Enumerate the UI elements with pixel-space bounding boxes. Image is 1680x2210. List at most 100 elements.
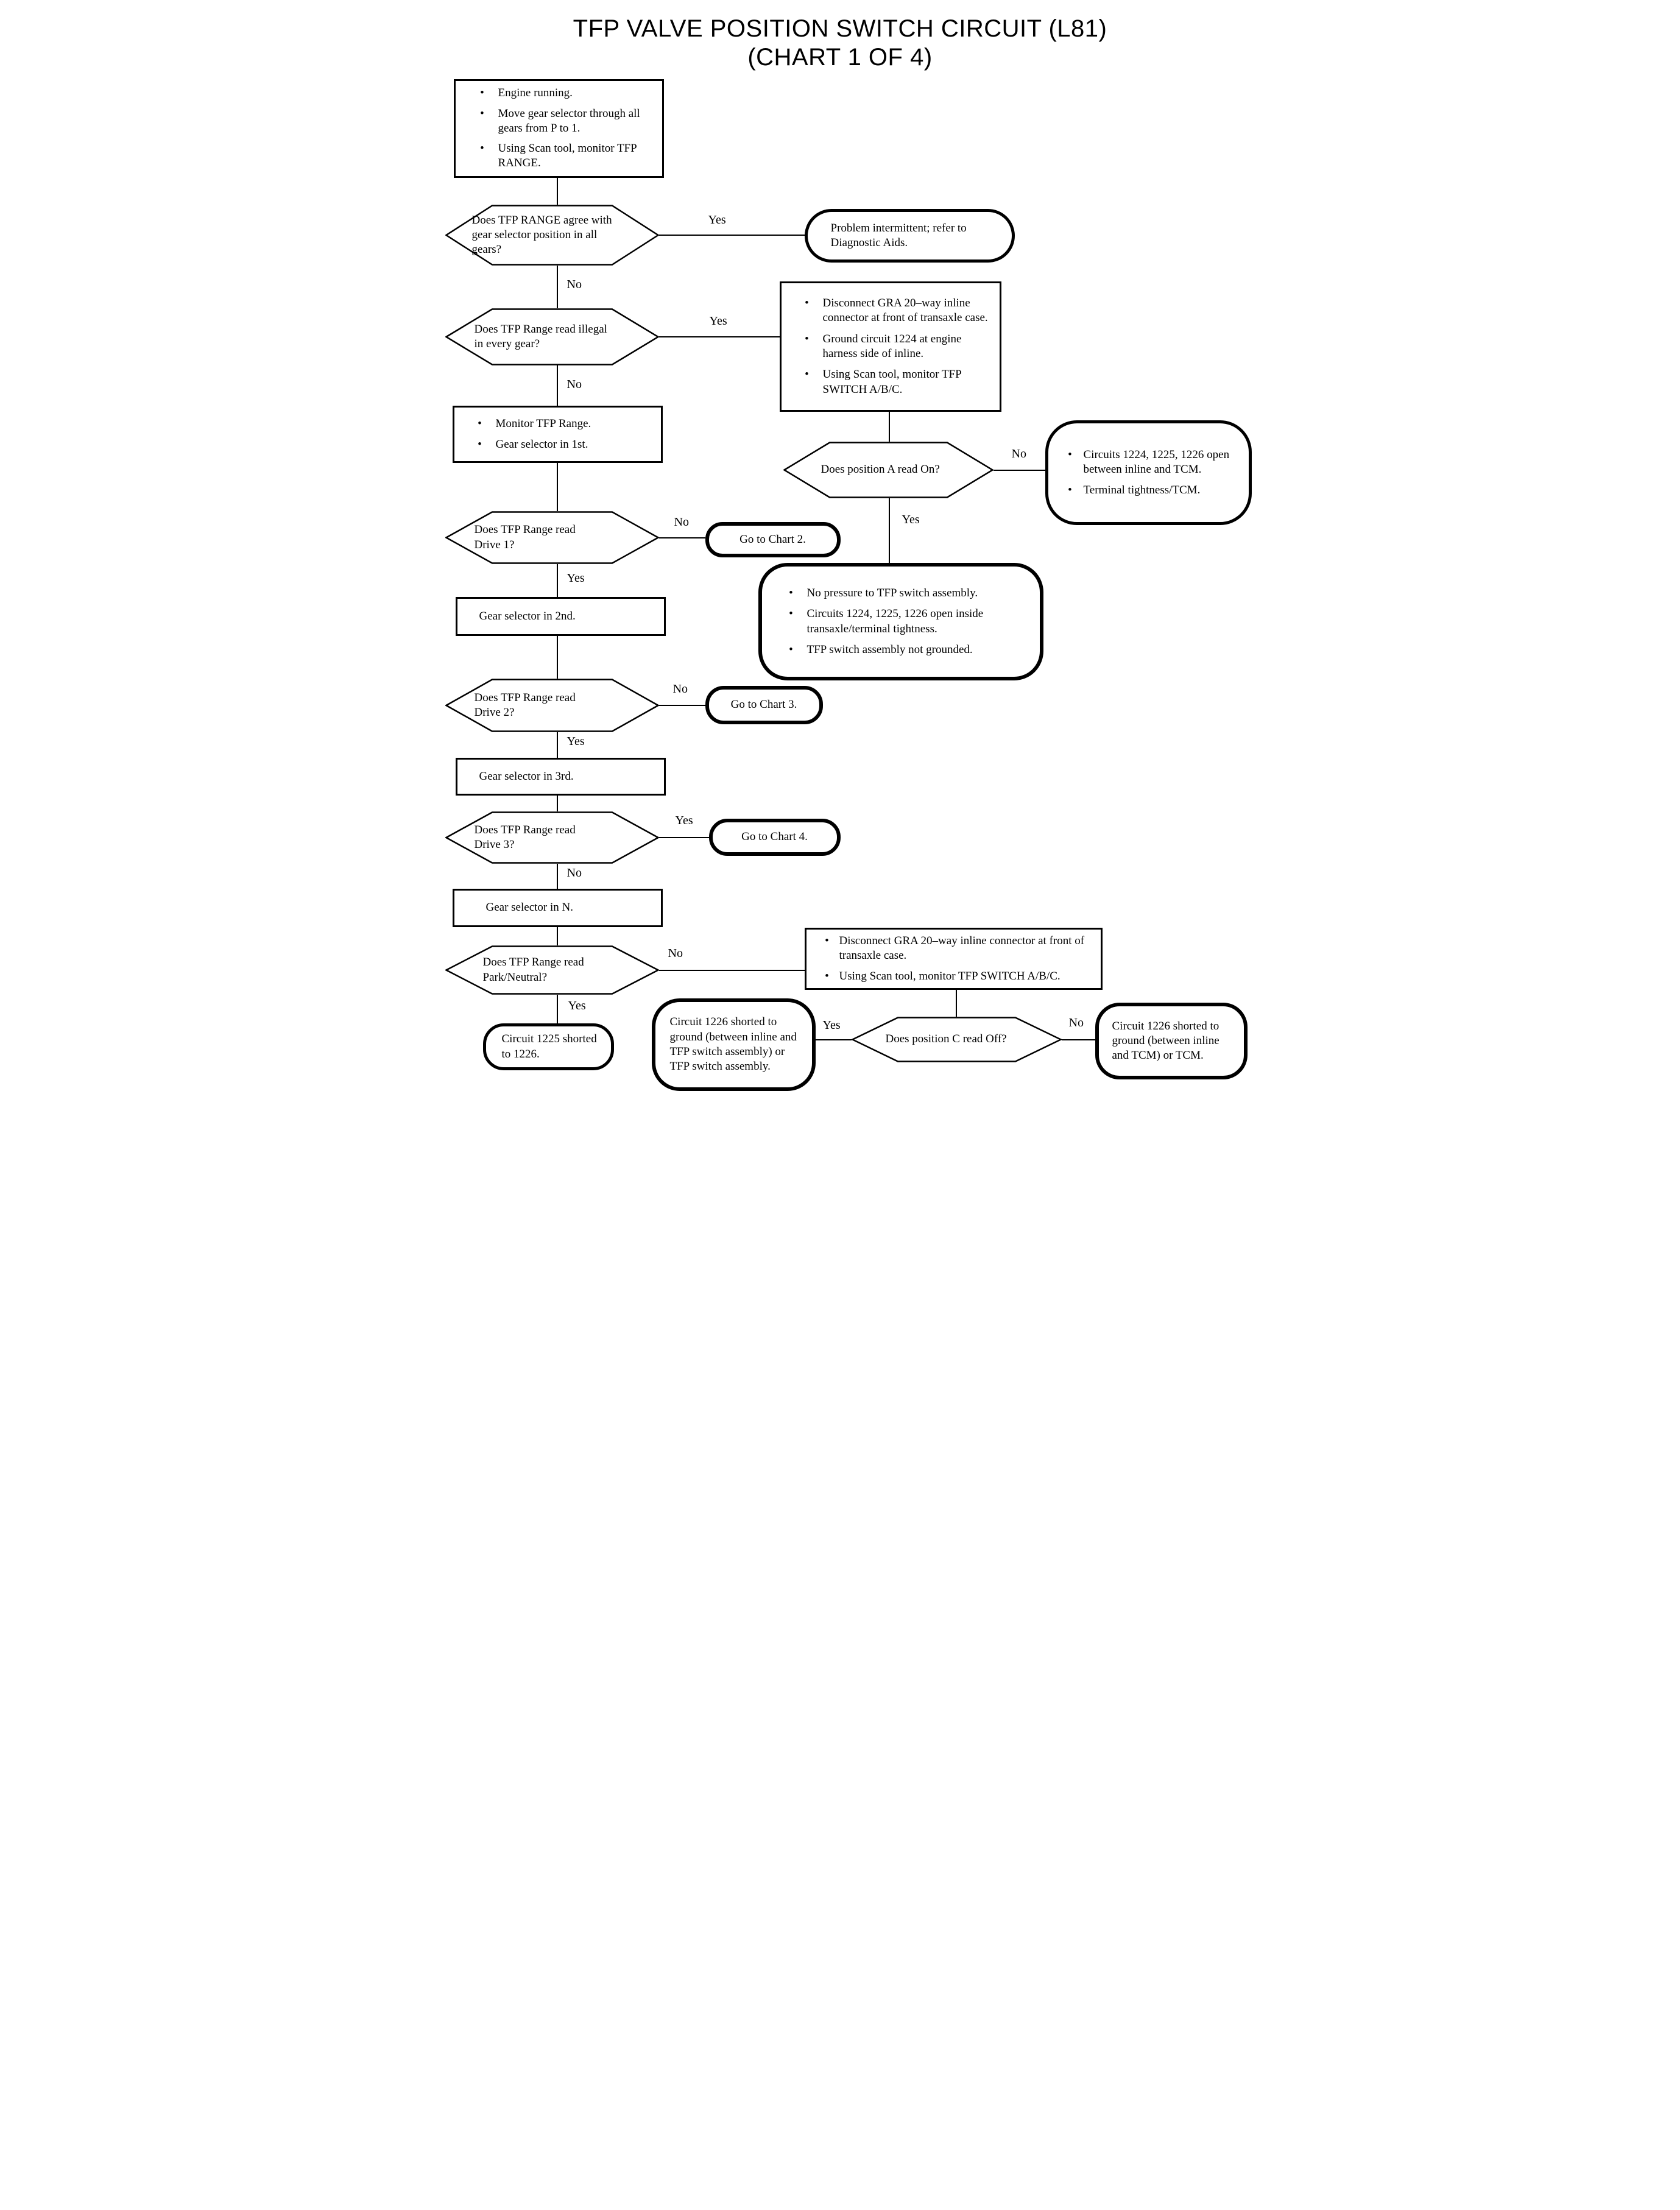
bullet-item: • Ground circuit 1224 at engine harness … [791,332,991,362]
hexagon-shape [445,679,659,732]
terminal-text: Circuit 1226 shorted to ground (between … [1112,1019,1219,1062]
node-monitor-tfp-range: • Monitor TFP Range. • Gear selector in … [452,406,663,463]
hexagon-shape [445,205,659,266]
edge-label-yes: Yes [707,314,729,328]
node-disconnect-gra-2: • Disconnect GRA 20–way inline connector… [804,928,1103,990]
terminal-circuit-1225-shorted: Circuit 1225 shorted to 1226. [482,1023,614,1070]
terminal-text: Circuit 1226 shorted to ground (between … [669,1015,797,1073]
decision-text: Does TFP RANGE agree with gear selector … [471,213,612,256]
bullet-text: Circuits 1224, 1225, 1226 open between i… [1083,448,1230,476]
bullet-item: • TFP switch assembly not grounded. [775,643,1024,657]
node-disconnect-gra-1: • Disconnect GRA 20–way inline connector… [779,281,1001,412]
bullet-dot: • [478,417,482,431]
bullet-text: TFP switch assembly not grounded. [806,643,973,656]
bullet-item: • Circuits 1224, 1225, 1226 open between… [1057,448,1238,478]
bullet-dot: • [789,643,793,656]
node-start: • Engine running. • Move gear selector t… [453,79,664,178]
edge-label-no: No [672,515,691,529]
edge-label-yes: Yes [565,735,587,749]
page-title-line2: (CHART 1 OF 4) [747,44,933,71]
bullet-dot: • [480,107,484,120]
decision-tfp-range-agree: Does TFP RANGE agree with gear selector … [445,205,659,266]
bullet-item: • Gear selector in 1st. [464,437,654,452]
terminal-problem-intermittent: Problem intermittent; refer to Diagnosti… [804,209,1015,263]
node-gear-selector-n: Gear selector in N. [452,889,663,927]
flowchart: TFP VALVE POSITION SWITCH CIRCUIT (L81) … [420,0,1260,1105]
bullet-text: Using Scan tool, monitor TFP SWITCH A/B/… [839,969,1061,983]
bullet-item: • Move gear selector through all gears f… [467,107,654,136]
bullet-dot: • [825,934,829,948]
bullet-dot: • [789,586,793,599]
bullet-text: Engine running. [498,86,573,100]
edge-label-yes: Yes [673,814,695,828]
bullet-item: • Disconnect GRA 20–way inline connector… [815,934,1093,964]
bullet-dot: • [1068,448,1072,461]
bullet-dot: • [480,86,484,100]
hexagon-outline [445,511,659,564]
bullet-text: Terminal tightness/TCM. [1083,484,1201,497]
decision-tfp-range-drive1: Does TFP Range read Drive 1? [445,511,659,564]
hexagon-outline [445,811,659,864]
hexagon-outline [445,308,659,365]
hexagon-outline [445,679,659,732]
bullet-text: Using Scan tool, monitor TFP SWITCH A/B/… [822,368,962,396]
edge-label-yes: Yes [706,213,728,227]
node-text: Gear selector in N. [485,901,574,914]
edge-label-no: No [565,866,584,880]
terminal-text: Problem intermittent; refer to Diagnosti… [830,221,967,249]
bullet-dot: • [805,297,809,310]
bullet-text: Disconnect GRA 20–way inline connector a… [822,297,988,325]
bullet-item: • Using Scan tool, monitor TFP SWITCH A/… [791,367,991,397]
edge-label-no: No [666,947,685,961]
terminal-text: Go to Chart 4. [741,830,808,844]
node-text: Gear selector in 2nd. [479,609,576,623]
hexagon-outline [445,945,659,995]
bullet-text: Monitor TFP Range. [495,417,591,431]
bullet-text: Disconnect GRA 20–way inline connector a… [839,934,1085,962]
hexagon-outline [851,1017,1062,1062]
terminal-text: Go to Chart 3. [730,698,797,711]
decision-tfp-range-drive2: Does TFP Range read Drive 2? [445,679,659,732]
bullet-dot: • [805,368,809,381]
terminal-go-to-chart-4: Go to Chart 4. [708,819,841,856]
hexagon-shape [851,1017,1062,1062]
hexagon-shape [445,811,659,864]
terminal-go-to-chart-3: Go to Chart 3. [705,686,823,724]
bullet-dot: • [825,969,829,983]
bullet-dot: • [789,607,793,621]
decision-text: Does position C read Off? [885,1033,1007,1046]
decision-text: Does position A read On? [821,463,940,476]
terminal-text: Circuit 1225 shorted to 1226. [501,1033,597,1061]
bullet-item: • Terminal tightness/TCM. [1057,483,1238,498]
bullet-text: Gear selector in 1st. [495,437,588,451]
node-gear-selector-3rd: Gear selector in 3rd. [455,758,666,796]
hexagon-outline [445,205,659,266]
bullet-dot: • [1068,484,1072,497]
bullet-item: • Engine running. [467,86,654,101]
edge-label-yes: Yes [566,999,588,1013]
decision-text: Does TFP Range read Drive 3? [474,823,576,851]
decision-text: Does TFP Range read Drive 2? [474,691,576,719]
bullet-item: • Using Scan tool, monitor TFP SWITCH A/… [815,969,1093,984]
bullet-dot: • [480,142,484,155]
terminal-text: Go to Chart 2. [739,532,806,546]
hexagon-shape [445,945,659,995]
decision-text: Does TFP Range read illegal in every gea… [474,322,607,350]
hexagon-shape [445,511,659,564]
decision-tfp-range-drive3: Does TFP Range read Drive 3? [445,811,659,864]
terminal-circuit-1226-shorted-tfp: Circuit 1226 shorted to ground (between … [651,998,816,1091]
bullet-item: • Circuits 1224, 1225, 1226 open inside … [775,607,1024,637]
edge-label-no: No [1009,447,1028,461]
connector-lines [556,178,1095,1040]
bullet-text: Using Scan tool, monitor TFP RANGE. [498,142,637,170]
node-text: Gear selector in 3rd. [479,769,574,783]
page-title-line1: TFP VALVE POSITION SWITCH CIRCUIT (L81) [573,15,1107,42]
decision-text: Does TFP Range read Drive 1? [474,523,576,551]
edge-label-yes: Yes [565,571,587,585]
edge-label-no: No [565,278,584,292]
terminal-go-to-chart-2: Go to Chart 2. [705,522,841,557]
decision-position-a-on: Does position A read On? [783,442,994,498]
edge-label-no: No [671,682,690,696]
edge-label-yes: Yes [900,513,922,527]
bullet-dot: • [478,437,482,451]
